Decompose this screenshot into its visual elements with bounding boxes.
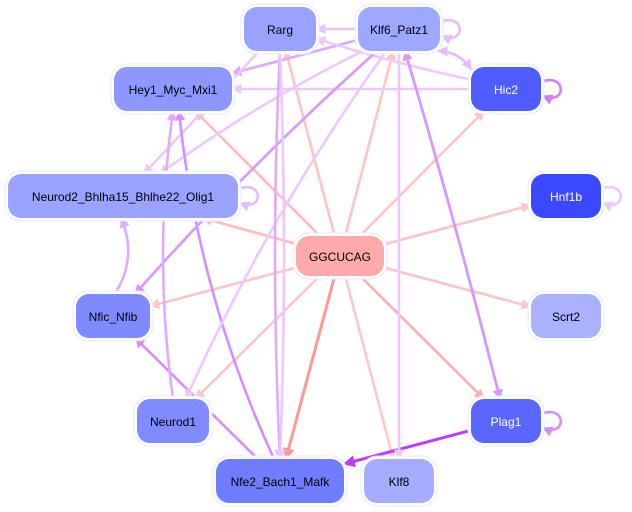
node-label: Klf6_Patz1 [370, 23, 428, 37]
node-label: Hey1_Myc_Mxi1 [129, 83, 218, 97]
edge-ggcucag-to-neurod1 [194, 275, 321, 400]
node-box [358, 7, 440, 51]
edge-nfe2-bach1-mafk-to-hey1-myc-mxi1 [174, 109, 276, 460]
edge-ggcucag-to-klf6-patz1 [343, 49, 396, 237]
edge-plag1-to-klf6-patz1 [402, 50, 502, 400]
node-label: GGCUCAG [309, 250, 371, 264]
node-label: Neurod2_Bhlha15_Bhlhe22_Olig1 [32, 190, 214, 204]
edge-nfic-nfib-to-neurod2-bhlha15-bhlhe22-olig1 [113, 217, 130, 295]
edge-ggcucag-to-plag1 [359, 275, 485, 400]
node-box [364, 459, 434, 503]
node-box [76, 294, 150, 338]
node-label: Hnf1b [550, 190, 582, 204]
edge-hnf1b-to-hnf1b [600, 185, 623, 212]
edge-ggcucag-to-rarg [283, 49, 336, 237]
node-plag1[interactable]: Plag1 [467, 395, 545, 447]
node-klf6-patz1[interactable]: Klf6_Patz1 [354, 3, 444, 55]
node-hic2[interactable]: Hic2 [467, 63, 545, 115]
node-label: Nfe2_Bach1_Mafk [231, 475, 331, 489]
node-neurod2-bhlha15-bhlhe22-olig1[interactable]: Neurod2_Bhlha15_Bhlhe22_Olig1 [4, 170, 242, 222]
edge-ggcucag-to-scrt2 [383, 266, 533, 310]
node-box [8, 174, 238, 218]
node-label: Scrt2 [552, 310, 580, 324]
edge-rarg-to-nfe2-bach1-mafk [275, 50, 286, 461]
node-ggcucag[interactable]: GGCUCAG [292, 232, 388, 280]
edge-klf6-patz1-to-klf6-patz1 [439, 18, 462, 45]
node-hnf1b[interactable]: Hnf1b [527, 170, 605, 222]
edge-klf6-patz1-to-nfic-nfib [133, 50, 378, 295]
node-box [471, 399, 541, 443]
node-klf8[interactable]: Klf8 [360, 455, 438, 507]
edge-ggcucag-to-nfe2-bach1-mafk [282, 275, 337, 461]
node-box [244, 7, 316, 51]
edge-hic2-to-rarg [315, 36, 472, 81]
edge-neurod2-bhlha15-bhlhe22-olig1-to-neurod2-bhlha15-bhlhe22-olig1 [237, 185, 260, 212]
edge-ggcucag-to-hnf1b [383, 202, 533, 246]
node-box [114, 67, 232, 111]
node-nfe2-bach1-mafk[interactable]: Nfe2_Bach1_Mafk [212, 455, 348, 507]
node-box [137, 399, 209, 443]
node-label: Nfic_Nfib [89, 310, 138, 324]
node-box [471, 67, 541, 111]
node-box [531, 294, 601, 338]
edge-klf6-patz1-to-hey1-myc-mxi1 [230, 38, 359, 76]
node-rarg[interactable]: Rarg [240, 3, 320, 55]
edge-ggcucag-to-klf8 [343, 275, 396, 461]
node-label: Rarg [267, 23, 293, 37]
edge-hic2-to-hic2 [540, 78, 563, 105]
edge-rarg-to-nfe2-bach1-mafk [273, 50, 285, 461]
node-neurod1[interactable]: Neurod1 [133, 395, 213, 447]
edge-hic2-to-klf6-patz1 [437, 46, 473, 71]
edge-plag1-to-plag1 [540, 410, 563, 437]
node-box [296, 236, 384, 276]
edge-ggcucag-to-neurod2-bhlha15-bhlhe22-olig1 [201, 215, 297, 246]
node-label: Plag1 [491, 415, 522, 429]
edge-ggcucag-to-hic2 [358, 110, 486, 237]
edge-ggcucag-to-hey1-myc-mxi1 [194, 110, 321, 237]
node-label: Klf8 [389, 475, 410, 489]
edge-ggcucag-to-nfic-nfib [148, 266, 297, 309]
node-hey1-myc-mxi1[interactable]: Hey1_Myc_Mxi1 [110, 63, 236, 115]
node-label: Hic2 [494, 83, 518, 97]
node-box [216, 459, 344, 503]
edge-klf6-patz1-to-neurod1 [184, 50, 388, 400]
node-nfic-nfib[interactable]: Nfic_Nfib [72, 290, 154, 342]
edge-neurod1-to-hey1-myc-mxi1 [161, 109, 177, 400]
node-label: Neurod1 [150, 415, 196, 429]
edge-plag1-to-nfe2-bach1-mafk [342, 428, 472, 468]
node-scrt2[interactable]: Scrt2 [527, 290, 605, 342]
node-box [531, 174, 601, 218]
